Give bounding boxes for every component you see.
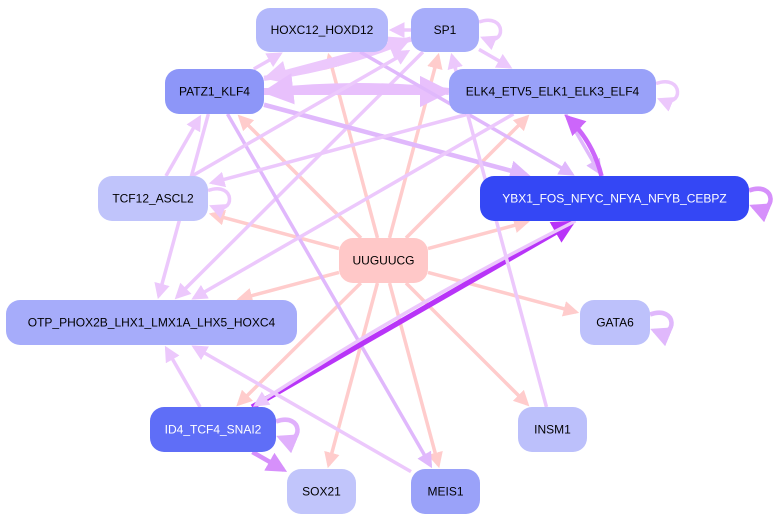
- node-box: [449, 69, 656, 114]
- node-box: [339, 238, 428, 283]
- edge-SP1-to-ELK4_ETV5_ELK1_ELK3_ELF4: [478, 47, 513, 69]
- edge-ID4_TCF4_SNAI2-to-OTP_PHOX2B_LHX1_LMX1A_LHX5_HOXC4: [164, 345, 202, 408]
- node-label: UUGUUCG: [353, 254, 415, 268]
- edge-INSM1-to-SP1: [447, 52, 549, 408]
- edge-YBX1_FOS_NFYC_NFYA_NFYB_CEBPZ-to-ID4_TCF4_SNAI2: [252, 219, 577, 407]
- node-box: [580, 300, 650, 345]
- edge-UUGUUCG-to-SOX21: [324, 282, 380, 469]
- edge-ELK4_ETV5_ELK1_ELK3_ELF4-to-OTP_PHOX2B_LHX1_LMX1A_LHX5_HOXC4: [191, 112, 515, 300]
- node-box: [256, 8, 388, 52]
- edge-PATZ1_KLF4-to-HOXC12_HOXD12: [252, 52, 283, 71]
- node-label: ELK4_ETV5_ELK1_ELK3_ELF4: [466, 85, 640, 99]
- edge-YBX1_FOS_NFYC_NFYA_NFYB_CEBPZ-to-YBX1_FOS_NFYC_NFYA_NFYB_CEBPZ: [748, 186, 773, 223]
- node-box: [150, 407, 276, 452]
- node-label: ID4_TCF4_SNAI2: [165, 423, 262, 437]
- edge-MEIS1-to-OTP_PHOX2B_LHX1_LMX1A_LHX5_HOXC4: [191, 345, 412, 474]
- node-box: [411, 469, 480, 514]
- node-UUGUUCG[interactable]: UUGUUCG: [339, 238, 428, 283]
- node-box: [411, 8, 479, 52]
- edge-UUGUUCG-to-YBX1_FOS_NFYC_NFYA_NFYB_CEBPZ: [427, 217, 530, 251]
- node-box: [518, 407, 587, 452]
- node-box: [98, 176, 208, 221]
- node-label: INSM1: [534, 423, 571, 437]
- edge-ELK4_ETV5_ELK1_ELK3_ELF4-to-ELK4_ETV5_ELK1_ELK3_ELF4: [655, 80, 680, 112]
- edge-UUGUUCG-to-GATA6: [427, 270, 580, 317]
- edge-ID4_TCF4_SNAI2-to-SOX21: [251, 450, 288, 472]
- node-label: SP1: [434, 23, 457, 37]
- edge-YBX1_FOS_NFYC_NFYA_NFYB_CEBPZ-to-ELK4_ETV5_ELK1_ELK3_ELF4: [564, 114, 604, 177]
- node-label: TCF12_ASCL2: [112, 192, 194, 206]
- node-box: [165, 69, 264, 114]
- edge-UUGUUCG-to-OTP_PHOX2B_LHX1_LMX1A_LHX5_HOXC4: [236, 270, 340, 304]
- edge-UUGUUCG-to-MEIS1: [387, 282, 443, 469]
- node-SOX21[interactable]: SOX21: [287, 469, 356, 514]
- node-label: OTP_PHOX2B_LHX1_LMX1A_LHX5_HOXC4: [28, 316, 276, 330]
- edge-PATZ1_KLF4-to-YBX1_FOS_NFYC_NFYA_NFYB_CEBPZ: [263, 102, 531, 181]
- node-ELK4_ETV5_ELK1_ELK3_ELF4[interactable]: ELK4_ETV5_ELK1_ELK3_ELF4: [449, 69, 656, 114]
- nodes-layer: HOXC12_HOXD12 SP1 PATZ1_KLF4 ELK4_ETV5_E…: [6, 8, 749, 514]
- node-SP1[interactable]: SP1: [411, 8, 479, 52]
- node-GATA6[interactable]: GATA6: [580, 300, 650, 345]
- edges-layer: [154, 18, 773, 474]
- edge-SP1-to-SP1: [478, 18, 503, 51]
- edge-UUGUUCG-to-TCF12_ASCL2: [208, 210, 340, 251]
- node-HOXC12_HOXD12[interactable]: HOXC12_HOXD12: [256, 8, 388, 52]
- node-ID4_TCF4_SNAI2[interactable]: ID4_TCF4_SNAI2: [150, 407, 276, 452]
- node-INSM1[interactable]: INSM1: [518, 407, 587, 452]
- edge-UUGUUCG-to-PATZ1_KLF4: [237, 114, 363, 240]
- edge-TCF12_ASCL2-to-TCF12_ASCL2: [207, 187, 232, 219]
- node-label: MEIS1: [427, 485, 463, 499]
- node-YBX1_FOS_NFYC_NFYA_NFYB_CEBPZ[interactable]: YBX1_FOS_NFYC_NFYA_NFYB_CEBPZ: [480, 176, 749, 221]
- node-PATZ1_KLF4[interactable]: PATZ1_KLF4: [165, 69, 264, 114]
- node-label: GATA6: [596, 316, 634, 330]
- edge-ID4_TCF4_SNAI2-to-YBX1_FOS_NFYC_NFYA_NFYB_CEBPZ: [250, 220, 577, 410]
- edge-TCF12_ASCL2-to-PATZ1_KLF4: [164, 114, 202, 177]
- edge-UUGUUCG-to-INSM1: [404, 281, 530, 407]
- edge-PATZ1_KLF4-to-MEIS1: [225, 113, 433, 469]
- node-label: SOX21: [302, 485, 341, 499]
- node-box: [6, 300, 297, 345]
- node-box: [480, 176, 749, 221]
- node-MEIS1[interactable]: MEIS1: [411, 469, 480, 514]
- node-TCF12_ASCL2[interactable]: TCF12_ASCL2: [98, 176, 208, 221]
- node-box: [287, 469, 356, 514]
- node-OTP_PHOX2B_LHX1_LMX1A_LHX5_HOXC4[interactable]: OTP_PHOX2B_LHX1_LMX1A_LHX5_HOXC4: [6, 300, 297, 345]
- edge-ID4_TCF4_SNAI2-to-ID4_TCF4_SNAI2: [275, 417, 300, 454]
- edge-TCF12_ASCL2-to-SP1: [191, 50, 411, 178]
- node-label: HOXC12_HOXD12: [271, 23, 374, 37]
- edge-ELK4_ETV5_ELK1_ELK3_ELF4-to-TCF12_ASCL2: [208, 112, 469, 188]
- edge-GATA6-to-GATA6: [649, 310, 674, 347]
- node-label: PATZ1_KLF4: [179, 85, 250, 99]
- node-label: YBX1_FOS_NFYC_NFYA_NFYB_CEBPZ: [502, 192, 727, 206]
